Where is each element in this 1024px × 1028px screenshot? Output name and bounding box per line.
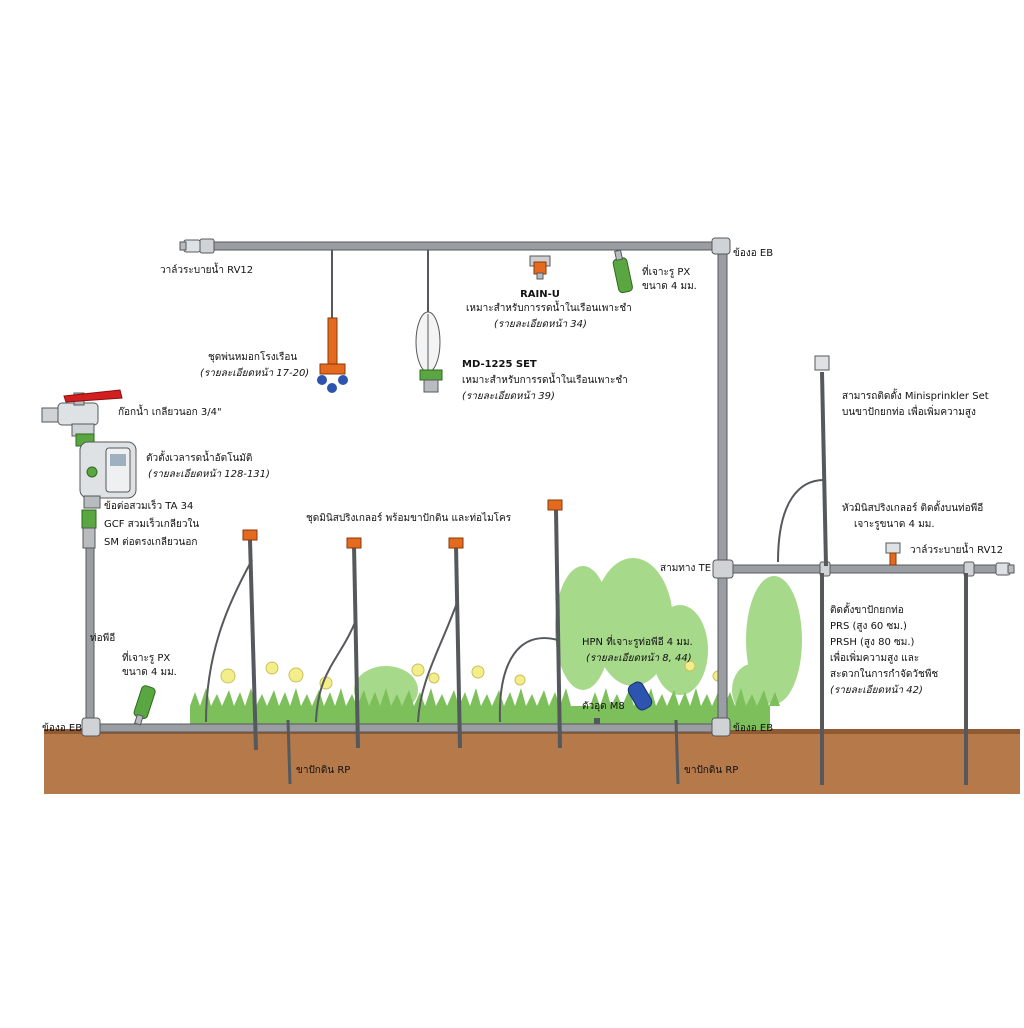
pipe-right-vertical — [717, 245, 728, 735]
mini-sprinkler-stake-1 — [205, 529, 258, 751]
rp-stake-1 — [286, 719, 292, 785]
rv12-valve-top — [179, 239, 201, 253]
px-punch-top-icon — [612, 249, 633, 294]
label-stake-1: ติดตั้งขาปักยกท่อ — [830, 605, 904, 616]
mini-sprinkler-stake-2 — [315, 537, 362, 749]
label-timer-desc: ตัวตั้งเวลารดน้ำอัตโนมัติ — [146, 453, 253, 464]
label-fog-desc: ชุดพ่นหมอกโรงเรือน — [208, 352, 298, 363]
label-rain-u-ref: (รายละเอียดหน้า 34) — [494, 319, 587, 330]
label-eb-bottom-left: ข้องอ EB — [42, 723, 83, 734]
faucet-icon — [41, 389, 123, 437]
rv12-valve-right — [995, 562, 1015, 576]
label-fog-ref: (รายละเอียดหน้า 17-20) — [200, 368, 310, 379]
rp-stake-2 — [674, 719, 680, 785]
quick-connector-icon — [81, 509, 97, 549]
label-quick-2: GCF สวมเร็วเกลียวใน — [104, 519, 200, 530]
label-plug: ตัวอุด M8 — [582, 701, 625, 712]
background-trees — [354, 558, 802, 716]
label-timer-ref: (รายละเอียดหน้า 128-131) — [148, 469, 270, 480]
label-stake-5: สะดวกในการกำจัดวัชพืช — [830, 669, 939, 680]
label-px-left-2: ขนาด 4 มม. — [122, 667, 177, 678]
plug-m8-icon — [594, 718, 600, 724]
label-stake-ref: (รายละเอียดหน้า 42) — [830, 685, 923, 696]
label-mini-head-1: หัวมินิสปริงเกลอร์ ติดตั้งบนท่อพีอี — [842, 503, 984, 514]
label-md-ref: (รายละเอียดหน้า 39) — [462, 391, 555, 402]
label-mini-head-2: เจาะรูขนาด 4 มม. — [854, 519, 935, 530]
label-md-desc: เหมาะสำหรับการรดน้ำในเรือนเพาะชำ — [462, 375, 628, 386]
label-eb-top: ข้องอ EB — [733, 248, 774, 259]
label-quick-3: SM ต่อตรงเกลียวนอก — [104, 537, 198, 548]
label-pe-pipe: ท่อพีอี — [90, 633, 116, 644]
fogger-hanging-set — [317, 250, 348, 393]
label-mini-set: ชุดมินิสปริงเกลอร์ พร้อมขาปักดิน และท่อไ… — [306, 513, 512, 524]
label-stake-2: PRS (สูง 60 ซม.) — [830, 621, 907, 632]
label-te: สามทาง TE — [660, 563, 712, 574]
label-px-left-1: ที่เจาะรู PX — [122, 653, 171, 664]
label-hpn: HPN ที่เจาะรูท่อพีอี 4 มม. — [582, 637, 693, 648]
label-hpn-ref: (รายละเอียดหน้า 8, 44) — [586, 653, 692, 664]
label-rv12-right: วาล์วระบายน้ำ RV12 — [910, 545, 1004, 556]
label-px-top-1: ที่เจาะรู PX — [642, 267, 691, 278]
label-stake-4: เพื่อเพิ่มความสูง และ — [830, 653, 920, 664]
label-raise-2: บนขาปักยกท่อ เพื่อเพิ่มความสูง — [842, 407, 976, 418]
mini-sprinkler-stake-3 — [417, 537, 464, 749]
label-rv12-top: วาล์วระบายน้ำ RV12 — [160, 265, 254, 276]
hpn-punch-icon — [627, 681, 653, 711]
label-px-top-2: ขนาด 4 มม. — [642, 281, 697, 292]
label-stake-3: PRSH (สูง 80 ซม.) — [830, 637, 915, 648]
px-punch-left-icon — [133, 685, 156, 726]
label-stake-rp-2: ขาปักดิน RP — [684, 765, 739, 776]
minisprinkler-on-pipe — [885, 542, 901, 566]
label-raise-1: สามารถติดตั้ง Minisprinkler Set — [842, 391, 989, 402]
label-quick-1: ข้อต่อสวมเร็ว TA 34 — [104, 501, 194, 512]
label-faucet: ก๊อกน้ำ เกลียวนอก 3/4" — [118, 407, 222, 418]
pipe-top-main — [191, 241, 721, 251]
label-eb-bottom-right: ข้องอ EB — [733, 723, 774, 734]
mini-sprinkler-stake-4 — [498, 499, 563, 749]
rain-u-sprinkler-icon — [529, 255, 551, 280]
pipe-bottom-main — [87, 723, 723, 733]
timer-icon — [79, 441, 137, 509]
minisprinkler-on-stake — [777, 355, 830, 567]
label-rain-u-desc: เหมาะสำหรับการรดน้ำในเรือนเพาะชำ — [466, 303, 632, 314]
soil-ground — [44, 732, 1020, 794]
label-rain-u-title: RAIN-U — [520, 289, 560, 300]
pipe-right-branch — [721, 564, 997, 574]
label-md-title: MD-1225 SET — [462, 359, 537, 370]
label-stake-rp-1: ขาปักดิน RP — [296, 765, 351, 776]
md-1225-set — [415, 250, 443, 393]
